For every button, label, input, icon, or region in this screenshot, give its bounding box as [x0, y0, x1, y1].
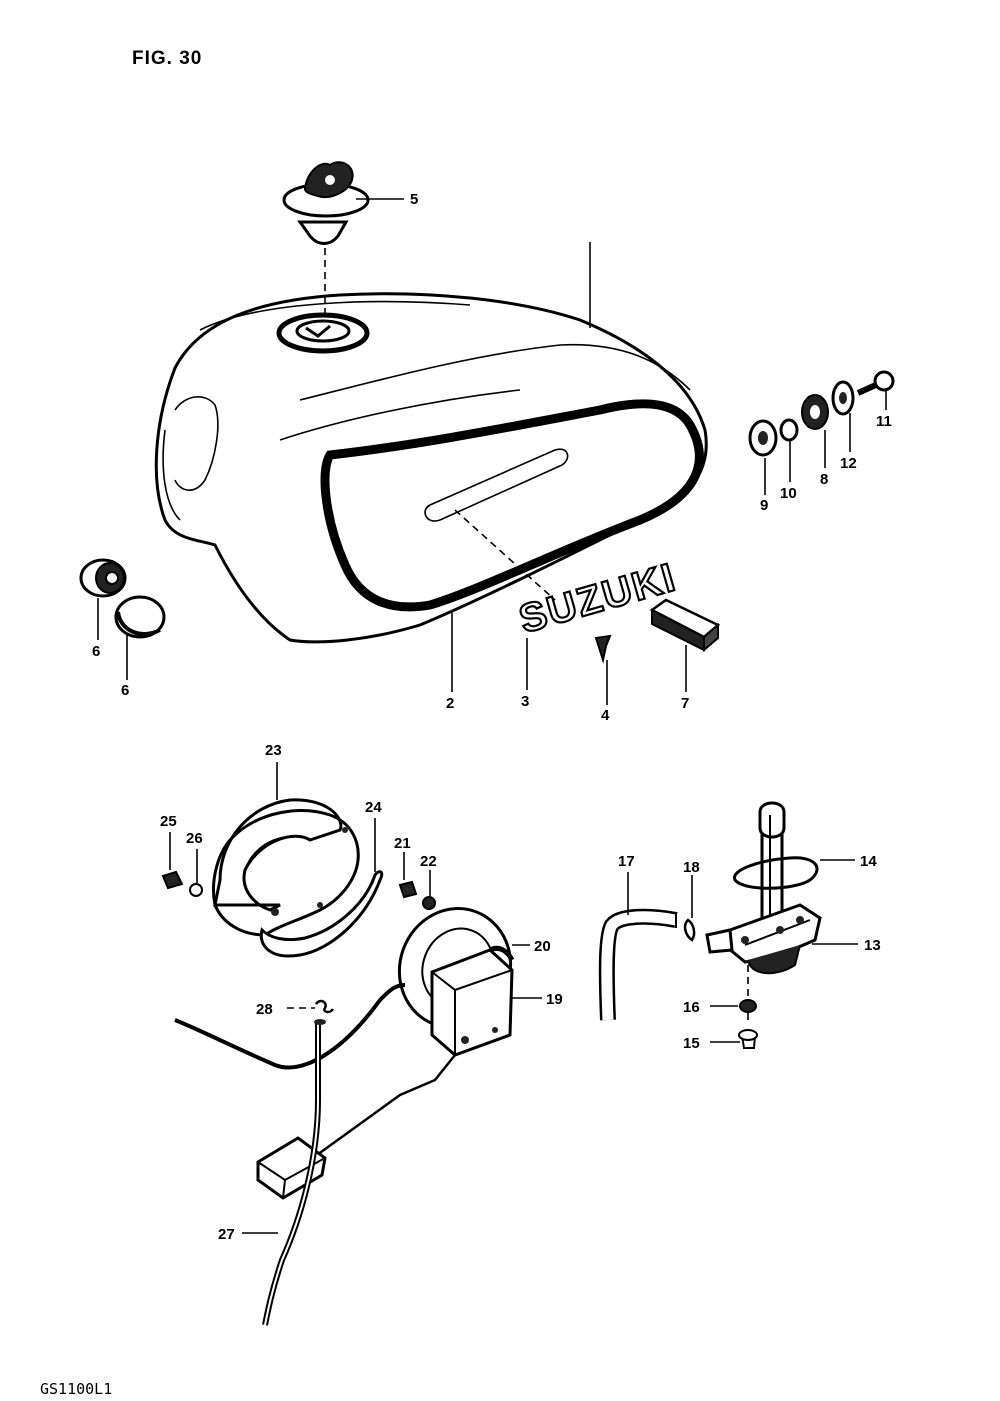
- cushion-pad: [649, 598, 721, 653]
- fuel-valve: [705, 801, 822, 1049]
- callout-18: 18: [683, 859, 700, 876]
- leader-lines: [97, 198, 887, 1234]
- callout-5: 5: [410, 191, 418, 208]
- callout-27: 27: [218, 1226, 235, 1243]
- gauge-screws: [161, 870, 436, 910]
- float-arm-and-float: [256, 1054, 456, 1200]
- front-cushion-a: [79, 558, 127, 598]
- callout-25: 25: [160, 813, 177, 830]
- callout-16: 16: [683, 999, 700, 1016]
- callout-26: 26: [186, 830, 203, 847]
- callout-20: 20: [534, 938, 551, 955]
- front-cushion-b: [114, 595, 166, 639]
- fuel-hose: [598, 908, 678, 1021]
- gauge-wiring: [174, 983, 406, 1326]
- callout-6a: 6: [92, 643, 100, 660]
- callout-8: 8: [820, 471, 828, 488]
- callout-23: 23: [265, 742, 282, 759]
- callout-3: 3: [521, 693, 529, 710]
- figure-title: FIG. 30: [132, 48, 203, 69]
- fuel-tank: [154, 292, 708, 644]
- callout-7: 7: [681, 695, 689, 712]
- callout-4: 4: [601, 707, 610, 724]
- callout-labels: 5 2 3 4 7 6 6 9 10 8 12 11 23 24 25 26 2…: [92, 191, 892, 1243]
- callout-14: 14: [860, 853, 877, 870]
- callout-19: 19: [546, 991, 563, 1008]
- model-code: GS1100L1: [40, 1380, 113, 1398]
- callout-9: 9: [760, 497, 768, 514]
- filler-neck: [276, 312, 370, 354]
- callout-22: 22: [420, 853, 437, 870]
- gauge-plate: [212, 809, 384, 958]
- callout-13: 13: [864, 937, 881, 954]
- emblem-screw: [594, 634, 612, 664]
- callout-15: 15: [683, 1035, 700, 1052]
- fuel-gauge-unit: [397, 907, 515, 1057]
- callout-24: 24: [365, 799, 382, 816]
- wire-clamp: [314, 999, 335, 1014]
- callout-11: 11: [876, 413, 892, 430]
- fuel-cap: [282, 161, 370, 315]
- callout-21: 21: [394, 835, 411, 852]
- hose-clip: [683, 918, 696, 942]
- rear-mount-hardware: [748, 370, 895, 457]
- callout-6b: 6: [121, 682, 129, 699]
- callout-2: 2: [446, 695, 454, 712]
- callout-28: 28: [256, 1001, 273, 1018]
- callout-12: 12: [840, 455, 857, 472]
- callout-10: 10: [780, 485, 797, 502]
- gauge-gasket-ring: [213, 798, 343, 912]
- callout-17: 17: [618, 853, 635, 870]
